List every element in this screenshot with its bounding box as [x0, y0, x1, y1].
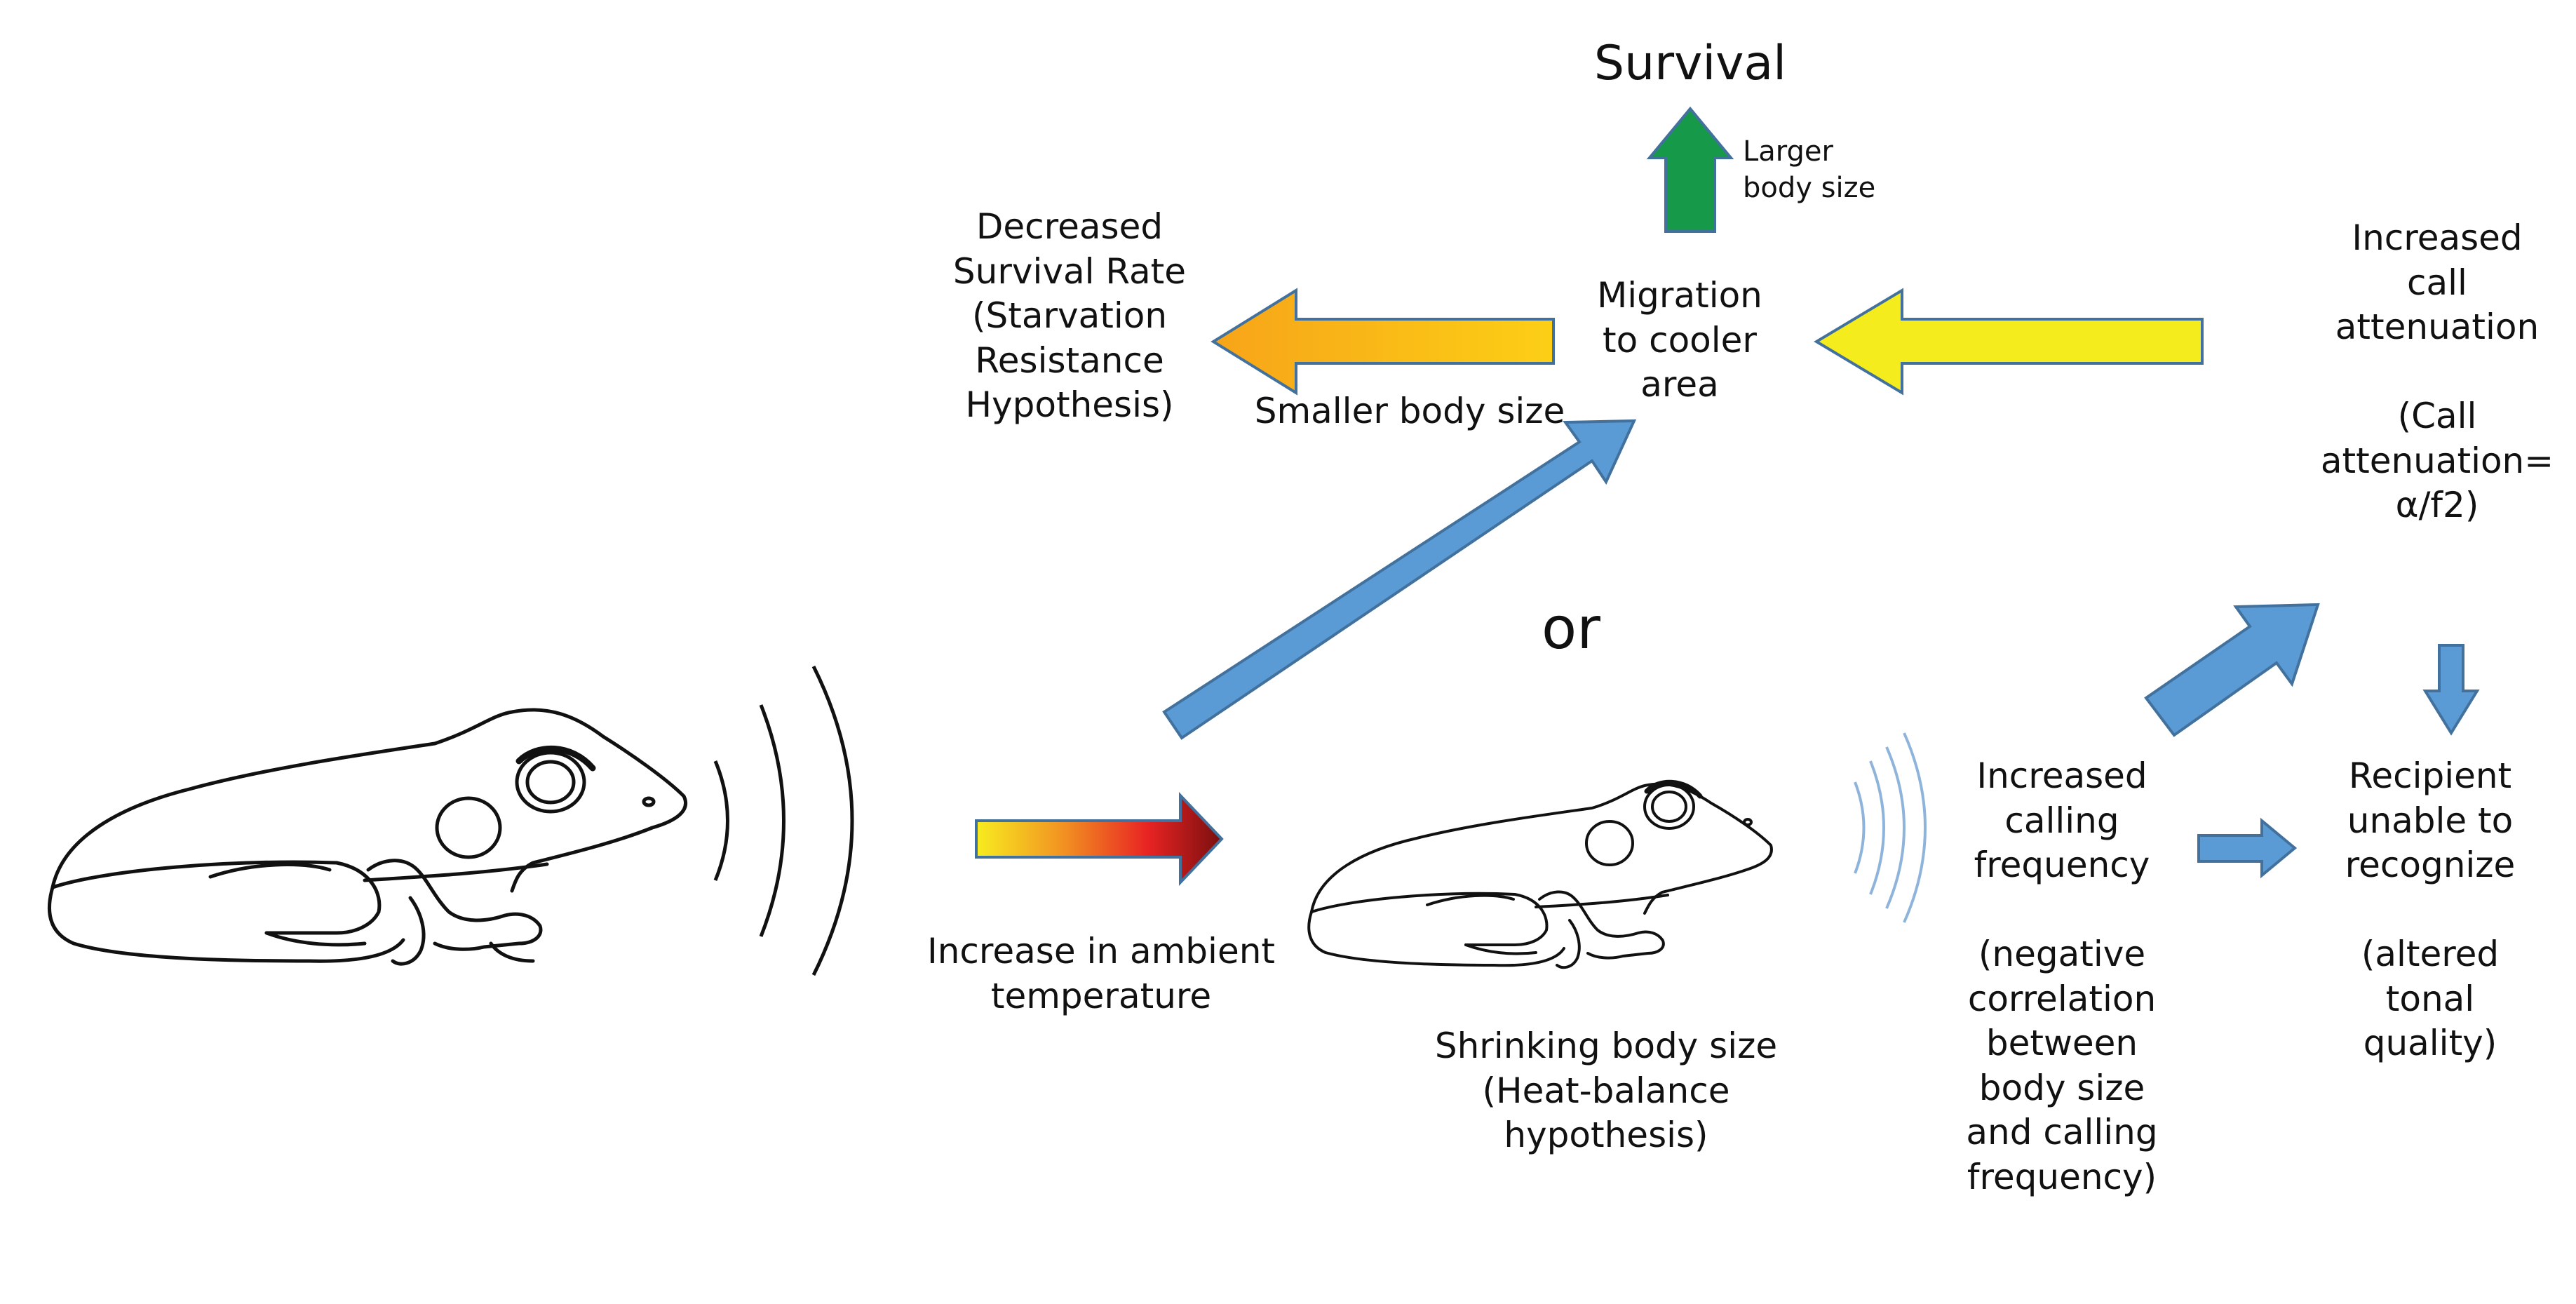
- shrinking-body-label: Shrinking body size (Heat-balance hypoth…: [1434, 1026, 1778, 1155]
- smaller-body-size-label: Smaller body size: [1254, 391, 1565, 431]
- arrow-increase-temperature: [975, 791, 1224, 887]
- or-label: or: [1542, 596, 1600, 662]
- migration-label: Migration to cooler area: [1597, 275, 1762, 405]
- arrow-to-survival: [1646, 106, 1734, 233]
- frog-large-icon: [47, 708, 688, 966]
- arrow-temperature-to-migration: [1162, 419, 1637, 740]
- increase-temperature-label: Increase in ambient temperature: [927, 931, 1275, 1016]
- survival-label: Survival: [1593, 36, 1787, 91]
- arrow-frequency-to-attenuation: [2144, 603, 2320, 737]
- decreased-survival-label: Decreased Survival Rate (Starvation Resi…: [952, 206, 1187, 425]
- larger-body-size-label: Larger body size: [1743, 135, 1876, 204]
- recipient-unable-label: Recipient unable to recognize (altered t…: [2345, 755, 2516, 1063]
- sound-waves-small-icon: [1854, 732, 1927, 923]
- frog-small-icon: [1307, 779, 1773, 969]
- sound-waves-large-icon: [713, 665, 854, 976]
- arrow-smaller-body-size: [1211, 288, 1555, 396]
- arrow-frequency-to-recipient: [2197, 817, 2298, 879]
- arrow-attenuation-to-recipient: [2422, 644, 2480, 736]
- increased-frequency-label: Increased calling frequency (negative co…: [1966, 755, 2158, 1197]
- arrow-to-migration: [1814, 288, 2204, 396]
- increased-attenuation-label: Increased call attenuation (Call attenua…: [2320, 217, 2554, 525]
